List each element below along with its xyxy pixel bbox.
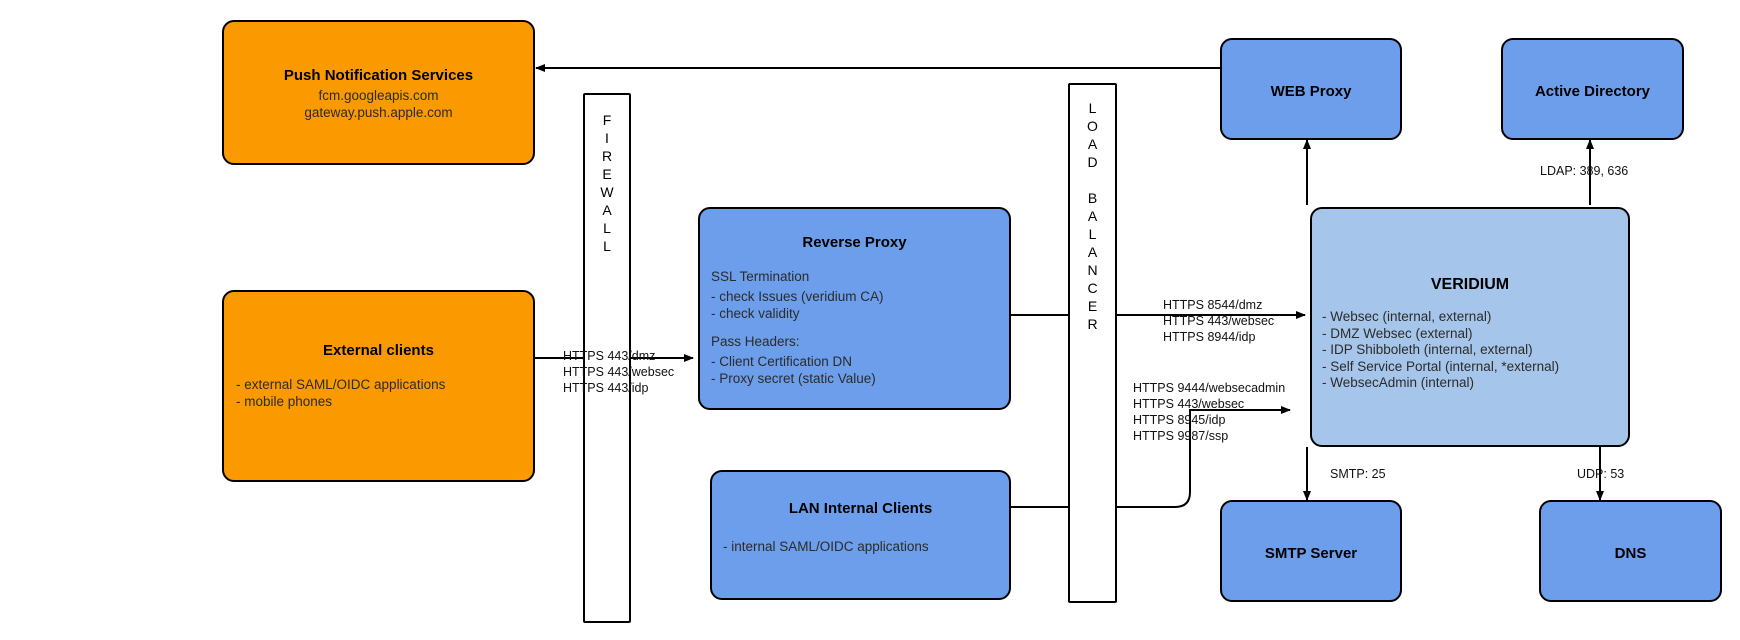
web-proxy-title: WEB Proxy (1270, 83, 1352, 100)
lan-internal-clients-title: LAN Internal Clients (788, 500, 933, 517)
node-push-notification-services[interactable]: Push Notification Services fcm.googleapi… (222, 20, 535, 165)
node-active-directory[interactable]: Active Directory (1501, 38, 1684, 140)
external-clients-items: - external SAML/OIDC applications - mobi… (236, 377, 446, 409)
edge-label-lb-to-veridium-lower: HTTPS 9444/websecadmin HTTPS 443/websec … (1133, 381, 1286, 443)
node-web-proxy[interactable]: WEB Proxy (1220, 38, 1402, 140)
node-smtp-server[interactable]: SMTP Server (1220, 500, 1402, 602)
veridium-items: - Websec (internal, external) - DMZ Webs… (1322, 309, 1560, 390)
reverse-proxy-headers-heading: Pass Headers: (711, 334, 800, 349)
veridium-title: VERIDIUM (1430, 276, 1510, 293)
push-notification-line1: fcm.googleapis.com (318, 88, 439, 103)
firewall-letters: F I R E W A L L (600, 112, 614, 254)
reverse-proxy-title: Reverse Proxy (802, 234, 907, 251)
lan-internal-clients-items: - internal SAML/OIDC applications (723, 539, 929, 554)
node-reverse-proxy[interactable]: Reverse Proxy SSL Termination - check Is… (698, 207, 1011, 410)
smtp-server-title: SMTP Server (1264, 545, 1358, 562)
reverse-proxy-headers-items: - Client Certification DN - Proxy secret… (711, 354, 876, 386)
reverse-proxy-ssl-heading: SSL Termination (711, 269, 810, 284)
edge-label-ldap: LDAP: 389, 636 (1540, 164, 1629, 178)
node-external-clients[interactable]: External clients - external SAML/OIDC ap… (222, 290, 535, 482)
external-clients-title: External clients (323, 342, 434, 359)
active-directory-title: Active Directory (1534, 83, 1651, 100)
edge-label-lb-to-veridium-upper: HTTPS 8544/dmz HTTPS 443/websec HTTPS 89… (1163, 298, 1275, 344)
node-lan-internal-clients[interactable]: LAN Internal Clients - internal SAML/OID… (710, 470, 1011, 600)
edge-label-udp-dns: UDP: 53 (1577, 467, 1625, 481)
dns-title: DNS (1614, 545, 1647, 562)
node-veridium[interactable]: VERIDIUM - Websec (internal, external) -… (1310, 207, 1630, 447)
push-notification-title: Push Notification Services (283, 67, 474, 84)
edge-label-external-to-proxy: HTTPS 443/dmz HTTPS 443/websec HTTPS 443… (563, 349, 675, 395)
load-balancer-letters: L O A D B A L A N C E R (1087, 100, 1098, 332)
firewall-pillar: F I R E W A L L (583, 93, 631, 623)
edge-label-smtp: SMTP: 25 (1330, 467, 1386, 481)
push-notification-line2: gateway.push.apple.com (304, 105, 453, 120)
reverse-proxy-ssl-items: - check Issues (veridium CA) - check val… (711, 289, 884, 321)
load-balancer-pillar: L O A D B A L A N C E R (1068, 83, 1117, 603)
node-dns[interactable]: DNS (1539, 500, 1722, 602)
